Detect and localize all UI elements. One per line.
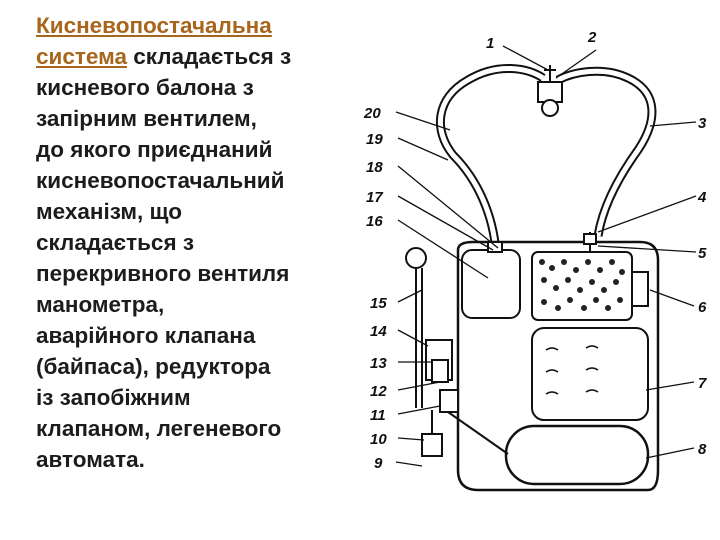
breathing-bag-lower [531, 327, 649, 421]
regenerative-cartridge [531, 251, 633, 321]
text-line-10: манометра, [36, 292, 165, 317]
diagram-label-14: 14 [370, 323, 387, 340]
text-line-8: складається з [36, 230, 195, 255]
diagram-label-10: 10 [370, 431, 387, 448]
text-line-1: Кисневопостачальна [36, 10, 366, 41]
diagram-label-16: 16 [366, 213, 383, 230]
text-line-2: система складається з [36, 41, 366, 72]
text-line-9: перекривного вентиля [36, 261, 290, 286]
diagram-label-18: 18 [366, 159, 383, 176]
cartridge-granules [539, 259, 625, 311]
text-line-3: кисневого балона з [36, 75, 254, 100]
diagram-label-1: 1 [486, 35, 494, 52]
system-link[interactable]: Кисневопостачальна [36, 13, 272, 38]
text-line-2-rest: складається з [126, 44, 292, 69]
diagram-label-4: 4 [697, 189, 707, 206]
diagram-label-6: 6 [698, 299, 707, 316]
diagram-label-20: 20 [363, 105, 381, 122]
diagram-label-5: 5 [698, 245, 707, 262]
text-line-15: автомата. [36, 447, 145, 472]
bag-marks [545, 345, 599, 395]
diagram-label-13: 13 [370, 355, 387, 372]
oxygen-apparatus-diagram: 1 2 3 4 5 6 7 8 9 10 11 12 13 14 15 16 1… [363, 29, 707, 492]
breathing-bag [461, 249, 521, 319]
oxygen-cylinder [504, 424, 650, 486]
text-line-6: кисневопостачальний [36, 168, 285, 193]
diagram-label-12: 12 [370, 383, 387, 400]
diagram-label-15: 15 [370, 295, 387, 312]
description-text: Кисневопостачальна система складається з… [36, 10, 366, 475]
side-valve [632, 271, 649, 307]
text-line-11: аварійного клапана [36, 323, 256, 348]
diagram-label-8: 8 [698, 441, 707, 458]
diagram-label-2: 2 [587, 29, 597, 46]
manometer-gauge [405, 247, 427, 269]
diagram-label-3: 3 [698, 115, 707, 132]
apparatus-casing [456, 240, 660, 492]
system-link-continued[interactable]: система [36, 44, 127, 69]
text-line-13: із запобіжним [36, 385, 191, 410]
diagram-label-9: 9 [374, 455, 383, 472]
text-line-4: запірним вентилем, [36, 106, 257, 131]
text-line-5: до якого приєднаний [36, 137, 273, 162]
diagram-label-7: 7 [698, 375, 707, 392]
diagram-label-19: 19 [366, 131, 383, 148]
leader-lines [395, 45, 697, 467]
diagram-label-11: 11 [370, 407, 386, 424]
diagram-label-17: 17 [366, 189, 383, 206]
text-line-7: механізм, що [36, 199, 182, 224]
text-line-12: (байпаса), редуктора [36, 354, 271, 379]
text-line-14: клапаном, легеневого [36, 416, 282, 441]
valve-assembly [421, 339, 509, 457]
mouthpiece-valve-box [537, 65, 563, 117]
